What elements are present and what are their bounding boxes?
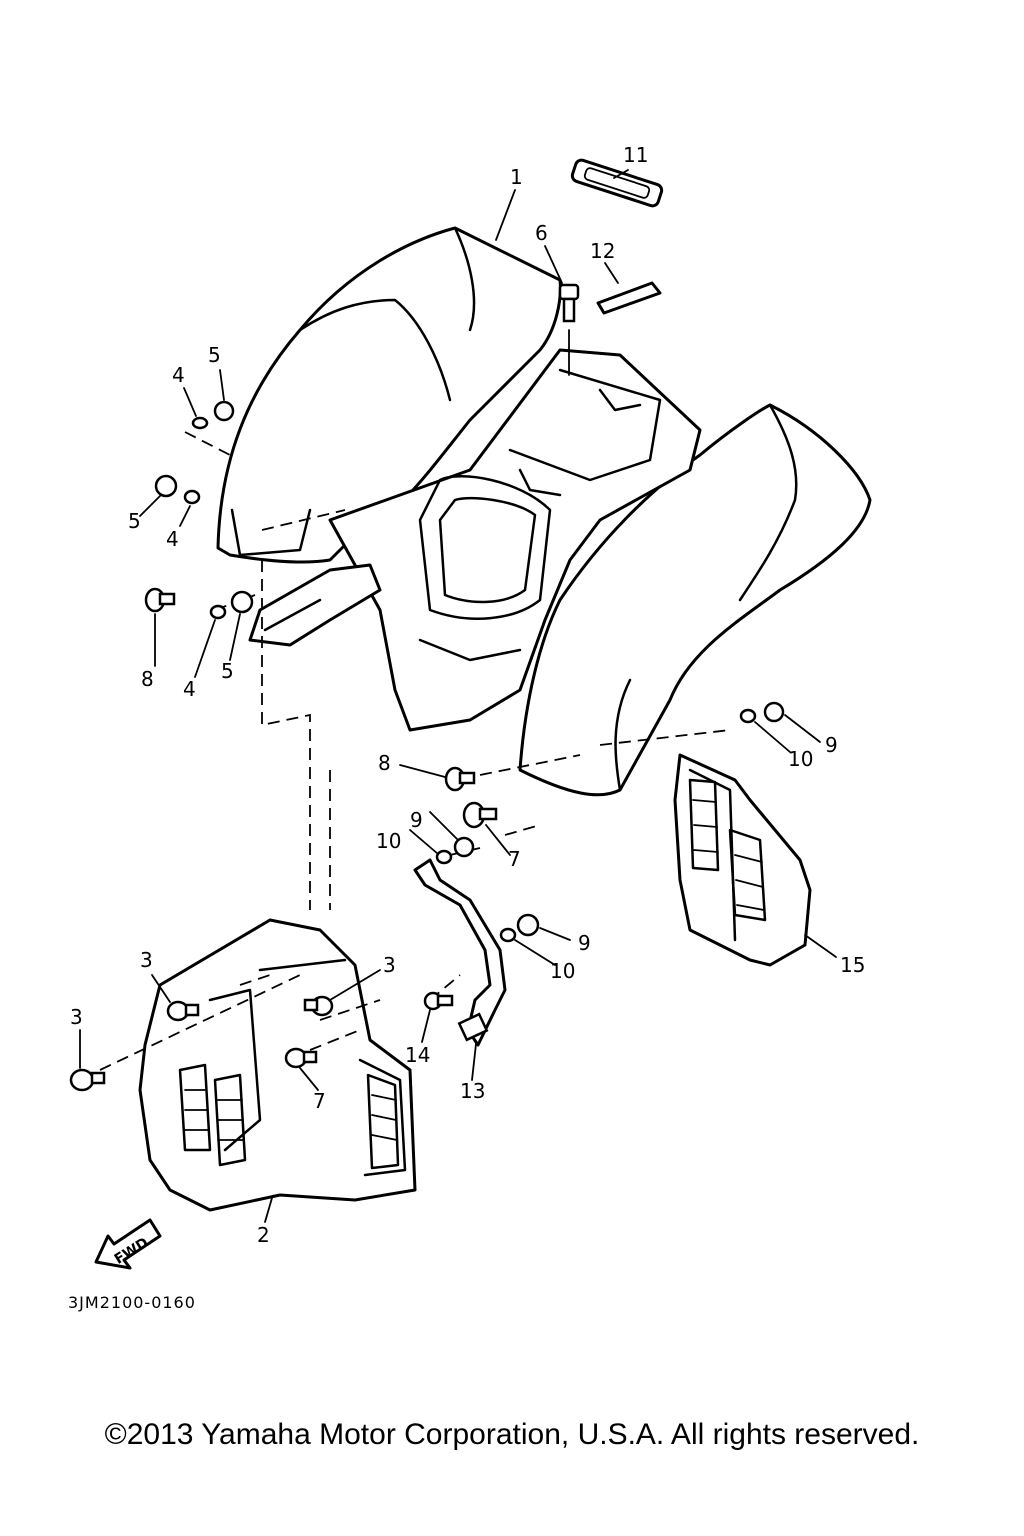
callout-numbers: 1 2 3 3 3 4 4 4 5 5 5 6 7 7 8 8 9 9 9 10… xyxy=(70,143,865,1247)
hardware xyxy=(69,283,785,1092)
callout-15: 15 xyxy=(840,953,865,977)
callout-9: 9 xyxy=(825,733,838,757)
callout-5: 5 xyxy=(221,659,234,683)
bracket xyxy=(413,858,507,1047)
rear-fender xyxy=(216,226,872,797)
copyright-notice: ©2013 Yamaha Motor Corporation, U.S.A. A… xyxy=(104,1418,920,1451)
callout-8: 8 xyxy=(141,667,154,691)
callout-6: 6 xyxy=(535,221,548,245)
callout-10: 10 xyxy=(376,829,401,853)
callout-2: 2 xyxy=(257,1223,270,1247)
band xyxy=(570,158,664,208)
side-flap xyxy=(673,753,812,967)
callout-7: 7 xyxy=(508,847,521,871)
callout-7: 7 xyxy=(313,1089,326,1113)
callout-8: 8 xyxy=(378,751,391,775)
diagram-code: 3JM2100-0160 xyxy=(68,1293,196,1312)
mud-flap xyxy=(138,918,417,1212)
callout-9: 9 xyxy=(578,931,591,955)
callout-leader-lines xyxy=(79,169,837,1223)
callout-12: 12 xyxy=(590,239,615,263)
callout-1: 1 xyxy=(510,165,523,189)
callout-9: 9 xyxy=(410,808,423,832)
callout-13: 13 xyxy=(460,1079,485,1103)
callout-3: 3 xyxy=(140,948,153,972)
callout-10: 10 xyxy=(788,747,813,771)
callout-14: 14 xyxy=(405,1043,430,1067)
forward-direction-arrow: FWD xyxy=(94,1218,162,1270)
callout-10: 10 xyxy=(550,959,575,983)
callout-3: 3 xyxy=(383,953,396,977)
callout-5: 5 xyxy=(208,343,221,367)
callout-4: 4 xyxy=(183,677,196,701)
assembly-leader-lines xyxy=(99,431,731,1071)
callout-11: 11 xyxy=(623,143,648,167)
label-sticker xyxy=(596,281,662,315)
callout-4: 4 xyxy=(172,363,185,387)
callout-4: 4 xyxy=(166,527,179,551)
callout-5: 5 xyxy=(128,509,141,533)
callout-3: 3 xyxy=(70,1005,83,1029)
